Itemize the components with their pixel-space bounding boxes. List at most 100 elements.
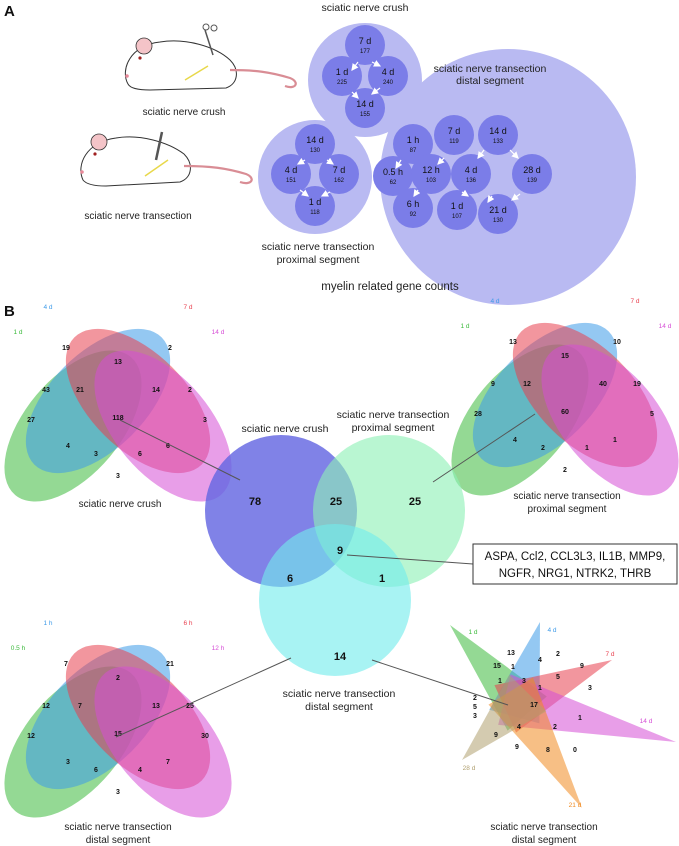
time-node-count: 87 — [410, 148, 417, 154]
venn-region-count: 15 — [561, 353, 569, 360]
cluster-proximal-label-2: proximal segment — [277, 254, 360, 266]
venn-region-count: 43 — [42, 387, 50, 394]
cluster-proximal-label-1: sciatic nerve transection — [262, 241, 375, 253]
venn-region-count: 3 — [203, 417, 207, 424]
venn-set-label: 1 d — [460, 323, 469, 330]
venn-region-count: 2 — [116, 675, 120, 682]
connector-lines — [115, 413, 536, 738]
time-node-count: 133 — [493, 139, 504, 145]
star-region-count: 5 — [556, 674, 560, 681]
gene-list-line-2: NGFR, NRG1, NTRK2, THRB — [499, 568, 652, 580]
time-node-count: 151 — [286, 178, 297, 184]
time-node-label: 7 d — [448, 126, 461, 136]
time-node-label: 0.5 h — [383, 167, 403, 177]
venn-set-label: 4 d — [43, 304, 52, 311]
venn-region-count: 21 — [166, 661, 174, 668]
time-node — [437, 190, 477, 230]
gene-list-line-1: ASPA, Ccl2, CCL3L3, IL1B, MMP9, — [485, 551, 666, 563]
time-node — [451, 154, 491, 194]
time-node — [295, 124, 335, 164]
flow-arrow — [395, 159, 403, 170]
central-proximal-only: 25 — [409, 496, 421, 508]
time-node-label: 1 d — [309, 197, 322, 207]
venn-set-label: 4 d — [490, 298, 499, 305]
venn-set-label: 14 d — [659, 323, 672, 330]
time-node-count: 155 — [360, 112, 371, 118]
star-region-count: 3 — [588, 685, 592, 692]
flow-arrow — [511, 193, 521, 201]
time-node-count: 103 — [426, 178, 437, 184]
time-node-count: 92 — [410, 212, 417, 218]
panel-a-title: myelin related gene counts — [321, 281, 459, 293]
venn-region-count: 4 — [138, 767, 142, 774]
time-node-label: 4 d — [382, 67, 395, 77]
panel-b-letter: B — [4, 303, 15, 320]
time-node-label: 14 d — [306, 135, 324, 145]
star-set-label: 28 d — [463, 765, 476, 772]
star-set-label: 4 d — [547, 627, 556, 634]
venn-region-count: 7 — [166, 759, 170, 766]
cluster-proximal-outer — [258, 120, 372, 234]
central-crush-proximal: 25 — [330, 496, 342, 508]
venn-region-count: 3 — [66, 759, 70, 766]
flow-arrow — [371, 87, 381, 95]
star-region-count: 3 — [522, 678, 526, 685]
star-region-count: 2 — [556, 651, 560, 658]
cluster-crush-outer — [308, 23, 422, 137]
flow-arrow — [326, 157, 334, 165]
venn-region-count: 30 — [201, 733, 209, 740]
star-region-count: 9 — [515, 744, 519, 751]
venn-region-count: 5 — [650, 411, 654, 418]
star-region-count: 1 — [538, 685, 542, 692]
time-node-label: 4 d — [285, 165, 298, 175]
star-region-count: 8 — [546, 747, 550, 754]
scissors-icon — [204, 29, 214, 56]
venn-region-count: 6 — [94, 767, 98, 774]
star-region-count: 13 — [507, 650, 515, 657]
venn-set-ellipse — [94, 350, 232, 502]
star-set-label: 1 d — [468, 629, 477, 636]
venn-region-count: 1 — [613, 437, 617, 444]
central-distal-only: 14 — [334, 651, 347, 663]
time-node-label: 1 d — [451, 201, 464, 211]
venn-region-count: 6 — [138, 451, 142, 458]
venn-region-count: 15 — [114, 731, 122, 738]
star-region-count: 3 — [473, 713, 477, 720]
venn-set-label: 0.5 h — [11, 645, 26, 652]
venn-region-count: 12 — [42, 703, 50, 710]
time-node — [434, 115, 474, 155]
flow-arrow — [437, 157, 445, 165]
venn-set-label: 12 h — [212, 645, 225, 652]
star-region-count: 15 — [493, 663, 501, 670]
venn-region-count: 7 — [78, 703, 82, 710]
time-node-label: 7 d — [333, 165, 346, 175]
venn-region-count: 3 — [116, 473, 120, 480]
venn-set-label: 7 d — [183, 304, 192, 311]
flow-arrow — [413, 189, 421, 197]
distal-circle — [259, 524, 411, 676]
star-region-count: 1 — [578, 715, 582, 722]
flow-arrow — [477, 149, 485, 159]
time-node — [512, 154, 552, 194]
time-node-label: 1 d — [336, 67, 349, 77]
time-node-count: 62 — [390, 180, 397, 186]
time-node-label: 7 d — [359, 36, 372, 46]
central-crush-label: sciatic nerve crush — [242, 423, 329, 435]
star-region-count: 9 — [494, 732, 498, 739]
mouse-crush-label: sciatic nerve crush — [143, 107, 226, 118]
panel-a-letter: A — [4, 3, 15, 20]
star-region-count: 4 — [538, 657, 542, 664]
time-node — [478, 115, 518, 155]
venn-region-count: 13 — [114, 359, 122, 366]
flow-arrow — [509, 149, 519, 159]
venn-set-label: 14 d — [212, 329, 225, 336]
venn-set-ellipse — [541, 344, 679, 496]
time-node — [393, 124, 433, 164]
central-proximal-label-1: sciatic nerve transection — [337, 409, 450, 421]
cluster-distal-outer — [380, 49, 636, 305]
